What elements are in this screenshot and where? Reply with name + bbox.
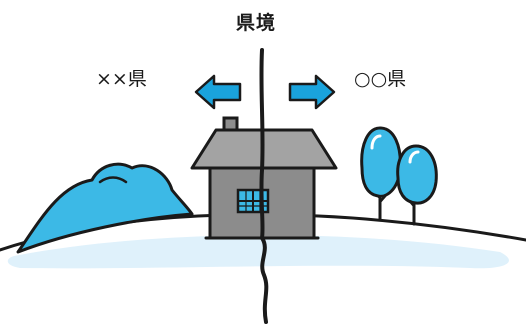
- right-prefecture-label: ○○県: [354, 68, 407, 90]
- border-label: 県境: [236, 12, 277, 34]
- tree-left: [360, 126, 402, 222]
- right-arrow-icon: [288, 74, 336, 110]
- mountain: [16, 162, 194, 254]
- tree-right: [396, 144, 438, 226]
- left-prefecture-label: ××県: [96, 68, 147, 90]
- border-line: [259, 48, 269, 324]
- ground-shadow: [7, 235, 509, 269]
- left-arrow-icon: [194, 74, 242, 110]
